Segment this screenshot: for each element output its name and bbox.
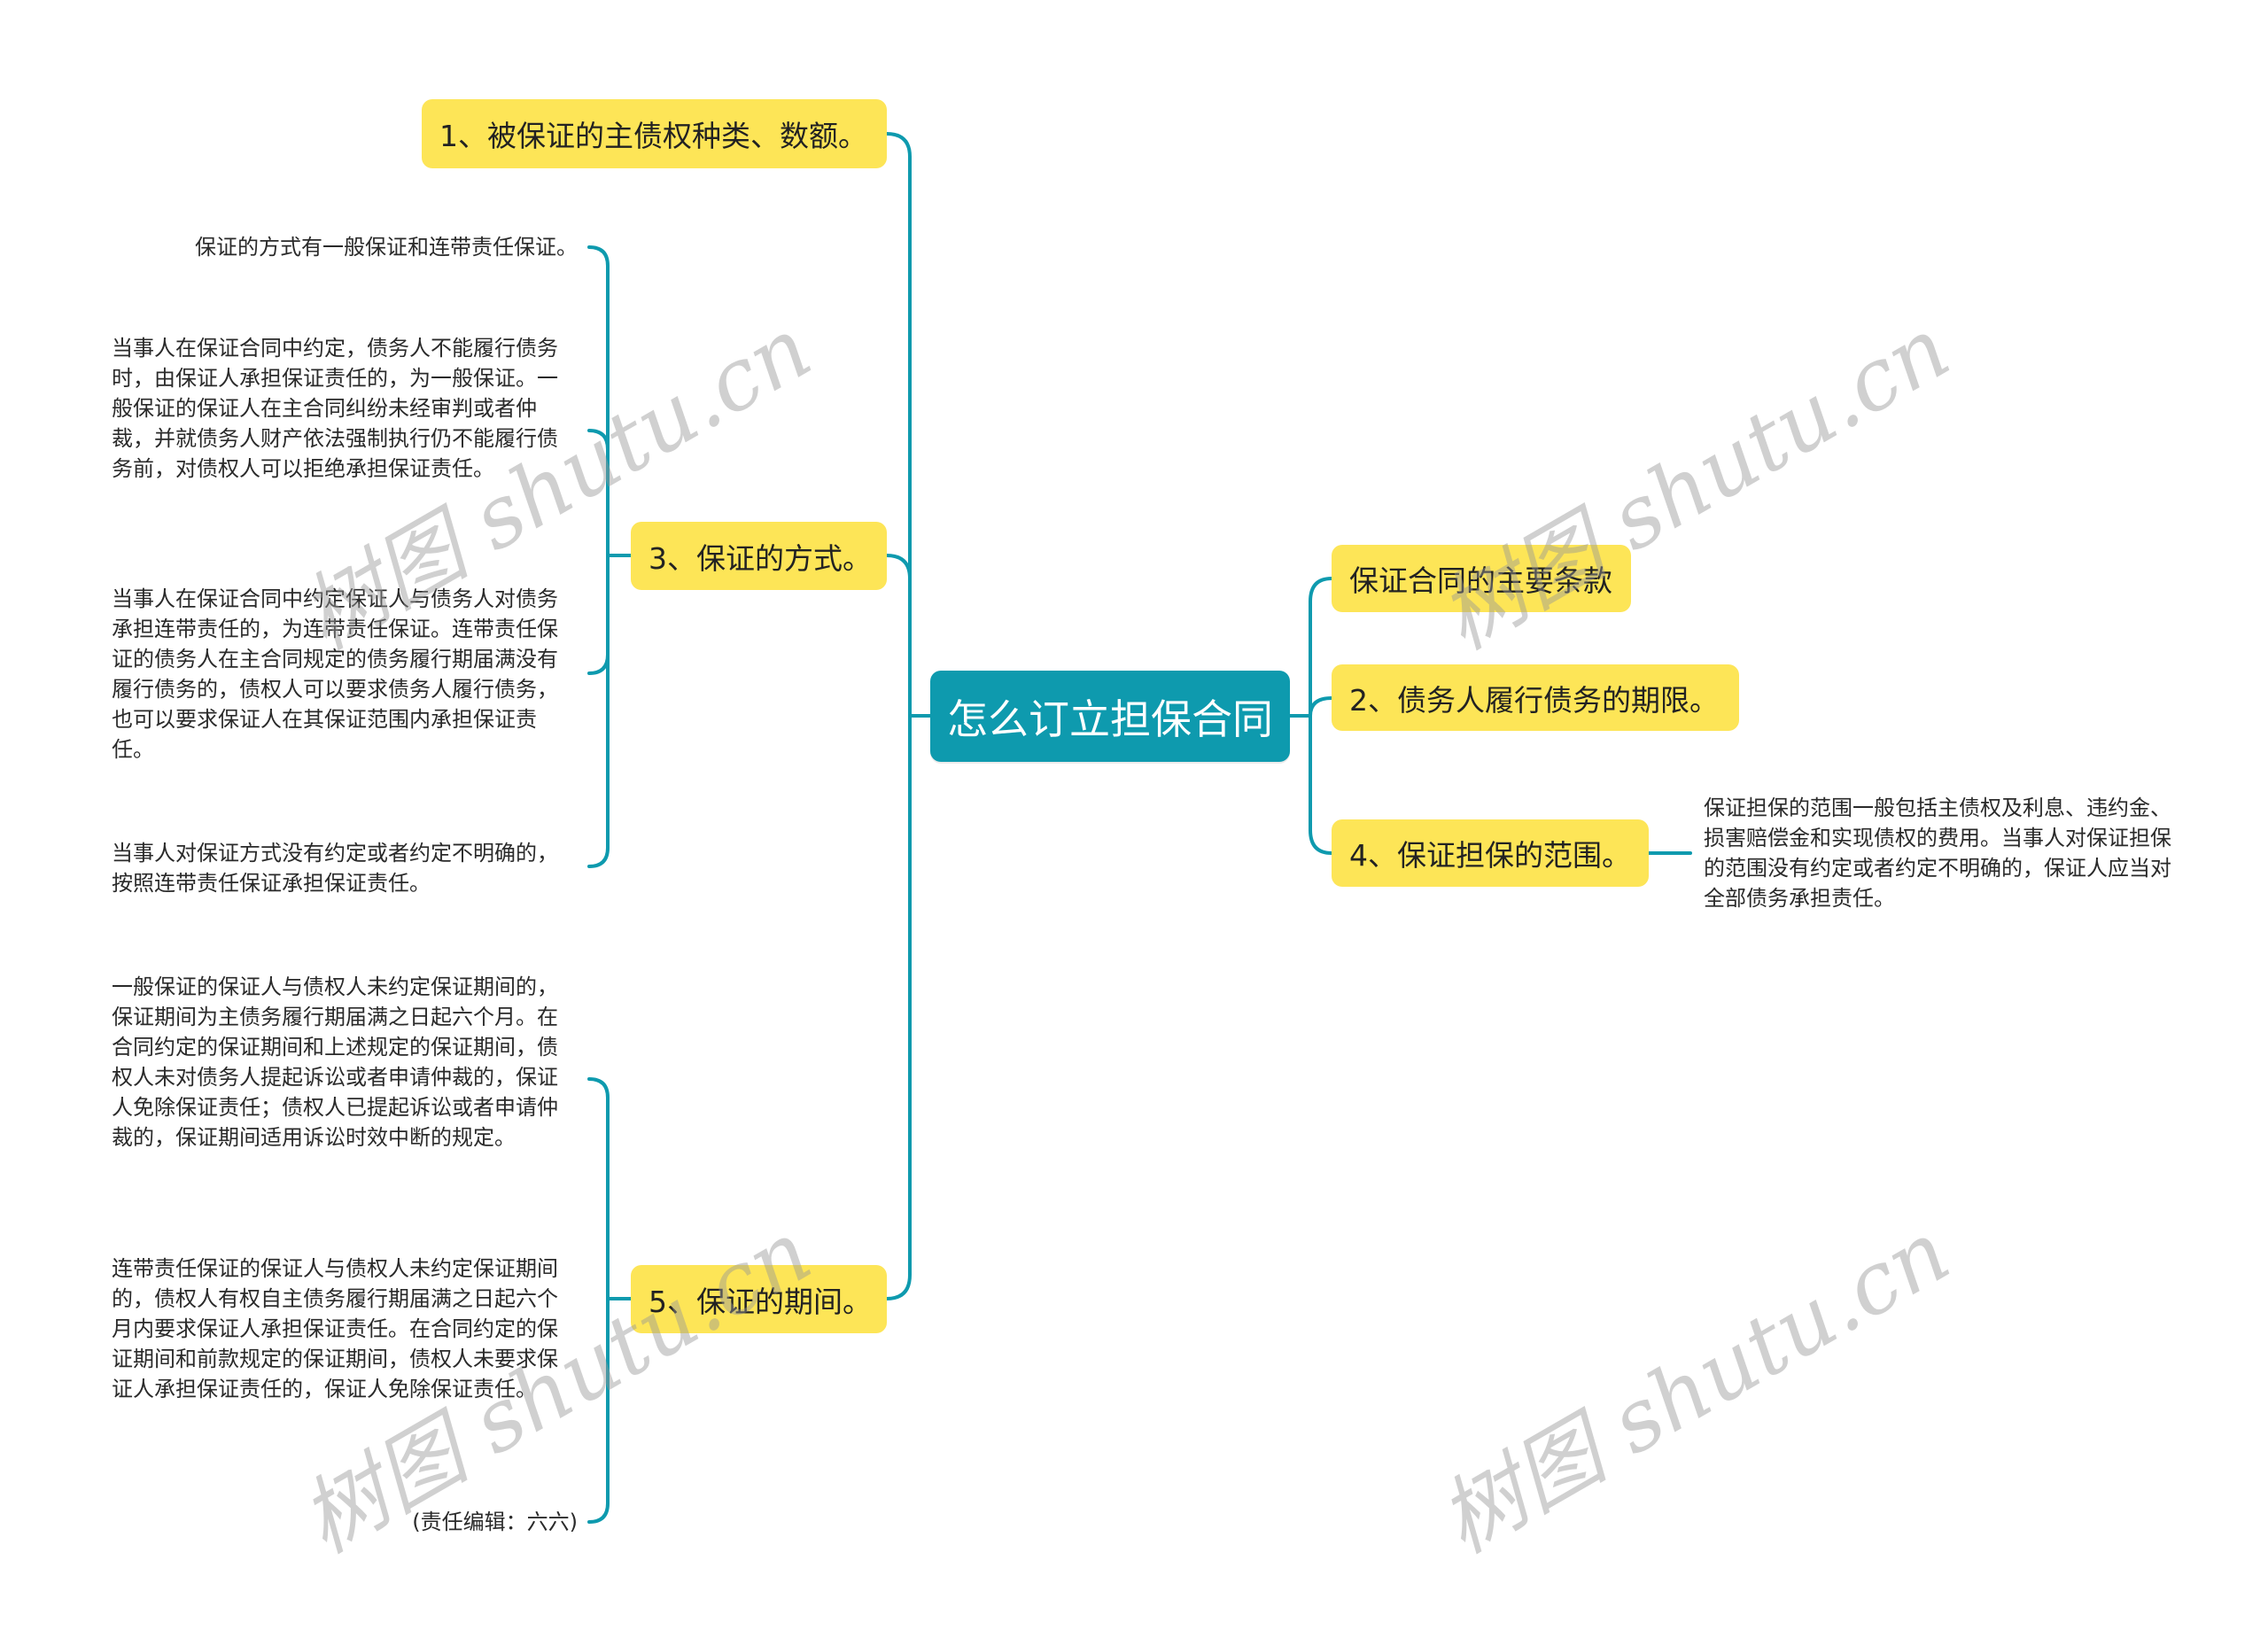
root-node[interactable]: 怎么订立担保合同 — [930, 671, 1290, 762]
leaf-text-joint-liability: 当事人在保证合同中约定保证人与债务人对债务承担连带责任的，为连带责任保证。连带责… — [112, 586, 558, 762]
leaf-text-method-types: 保证的方式有一般保证和连带责任保证。 — [195, 235, 578, 260]
branch-node-1-guaranteed-debt[interactable]: 1、被保证的主债权种类、数额。 — [422, 99, 887, 168]
leaf-text-joint-period: 连带责任保证的保证人与债权人未约定保证期间的，债权人有权自主债务履行期届满之日起… — [112, 1256, 558, 1401]
branch-node-5-guarantee-period[interactable]: 5、保证的期间。 — [631, 1265, 887, 1333]
leaf-text-editor-credit: (责任编辑：六六) — [412, 1510, 578, 1534]
branch-node-label: 1、被保证的主债权种类、数额。 — [439, 119, 867, 153]
leaf-text-guarantee-scope: 保证担保的范围一般包括主债权及利息、违约金、损害赔偿金和实现债权的费用。当事人对… — [1704, 796, 2171, 911]
branch-node-label: 4、保证担保的范围。 — [1349, 838, 1631, 873]
leaf-text-general-guarantee: 当事人在保证合同中约定，债务人不能履行债务时，由保证人承担保证责任的，为一般保证… — [112, 336, 558, 481]
branch-node-4-guarantee-scope[interactable]: 4、保证担保的范围。 — [1332, 819, 1649, 887]
leaf-text-unclear-method: 当事人对保证方式没有约定或者约定不明确的，按照连带责任保证承担保证责任。 — [112, 841, 558, 896]
branch-node-main-terms[interactable]: 保证合同的主要条款 — [1332, 545, 1631, 612]
branch-node-label: 保证合同的主要条款 — [1349, 563, 1612, 598]
root-node-label: 怎么订立担保合同 — [947, 695, 1273, 743]
branch-node-3-guarantee-method[interactable]: 3、保证的方式。 — [631, 522, 887, 590]
branch-node-label: 5、保证的期间。 — [649, 1284, 872, 1319]
branch-node-label: 3、保证的方式。 — [649, 540, 872, 576]
branch-node-label: 2、债务人履行债务的期限。 — [1349, 682, 1719, 718]
leaf-text-general-period: 一般保证的保证人与债权人未约定保证期间的，保证期间为主债务履行期届满之日起六个月… — [112, 974, 558, 1150]
branch-node-2-debt-term[interactable]: 2、债务人履行债务的期限。 — [1332, 664, 1739, 731]
